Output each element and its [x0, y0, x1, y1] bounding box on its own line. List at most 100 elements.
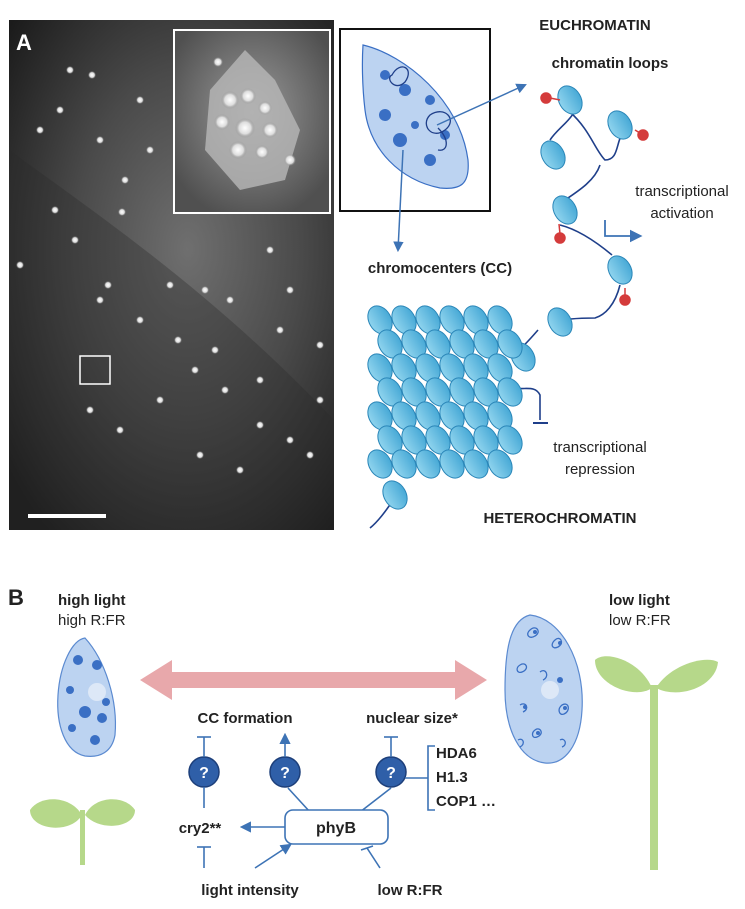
nucleus-spot	[71, 236, 79, 244]
nucleus-spot	[36, 126, 44, 134]
nucleus-spot	[266, 246, 274, 254]
nucleosome	[540, 140, 566, 170]
double-arrow	[140, 660, 487, 700]
transcriptional-repression-line2: repression	[565, 461, 635, 478]
nucleus-spot	[66, 66, 74, 74]
nucleus-spot	[211, 346, 219, 354]
transcriptional-activation-line1: transcriptional	[635, 183, 728, 200]
nucleus-spot	[256, 421, 264, 429]
nucleus-spot	[51, 206, 59, 214]
nucleus-spot	[276, 326, 284, 334]
nucleus-spot	[104, 281, 112, 289]
factor-cop1: COP1 …	[436, 793, 496, 810]
nucleus-spot	[166, 281, 174, 289]
nucleosome	[497, 329, 523, 359]
nucleosome	[367, 449, 393, 479]
nucleus-spot	[196, 451, 204, 459]
low-light-subtitle: low R:FR	[609, 612, 671, 629]
high-light-nucleus	[57, 637, 117, 757]
chromocenters-label: chromocenters (CC)	[368, 260, 512, 277]
nucleosome	[415, 449, 441, 479]
nucleus-schematic	[339, 28, 491, 212]
nucleus-spot	[316, 396, 324, 404]
nucleus-spot	[286, 286, 294, 294]
nucleus-spot	[316, 341, 324, 349]
small-seedling	[30, 799, 135, 865]
factor-h13: H1.3	[436, 769, 468, 786]
question-node-3: ?	[375, 756, 407, 788]
nucleus-spot	[191, 366, 199, 374]
nucleus-spot	[16, 261, 24, 269]
nucleus-spot	[118, 208, 126, 216]
tall-seedling	[595, 656, 718, 870]
transcriptional-repression-line1: transcriptional	[553, 439, 646, 456]
factor-hda6: HDA6	[436, 745, 477, 762]
nucleosome-cluster	[367, 85, 633, 510]
nucleosome	[497, 377, 523, 407]
nucleus-spot	[146, 146, 154, 154]
nucleus-spot	[306, 451, 314, 459]
nucleus-spot	[96, 136, 104, 144]
nucleus-spot	[236, 466, 244, 474]
nucleosome	[497, 425, 523, 455]
svg-text:?: ?	[280, 765, 290, 782]
nucleus-spot	[156, 396, 164, 404]
activation-arrow	[604, 220, 643, 243]
nucleosome	[463, 449, 489, 479]
scale-bar	[28, 514, 106, 518]
panel-a-label: A	[16, 30, 32, 55]
arrow-to-chromatin-loops	[436, 83, 527, 126]
nucleosome	[552, 195, 578, 225]
nucleus-spot	[221, 386, 229, 394]
svg-text:phyB: phyB	[316, 820, 356, 837]
nucleus-spot	[136, 96, 144, 104]
high-light-subtitle: high R:FR	[58, 612, 126, 629]
nuclear-size-label: nuclear size*	[366, 710, 458, 727]
nucleosome	[547, 307, 573, 337]
nucleus-spot	[286, 436, 294, 444]
nucleus-spot	[86, 406, 94, 414]
arrow-to-chromocenters	[393, 149, 404, 253]
nucleus-spot	[256, 376, 264, 384]
question-node-1: ?	[188, 756, 220, 788]
question-node-2: ?	[269, 756, 301, 788]
cry2-label: cry2**	[179, 820, 222, 837]
euchromatin-title: EUCHROMATIN	[539, 17, 650, 34]
nucleus-spot	[96, 296, 104, 304]
nucleus-spot	[56, 106, 64, 114]
nucleus-spot	[116, 426, 124, 434]
methyl-marks	[540, 92, 649, 306]
micrograph-nuclei	[16, 66, 324, 474]
nucleosome	[557, 85, 583, 115]
svg-text:?: ?	[386, 765, 396, 782]
nucleosome	[439, 449, 465, 479]
low-rfr-label: low R:FR	[378, 882, 443, 899]
nucleus-spot	[174, 336, 182, 344]
pathway-connectors	[197, 732, 435, 869]
nucleosome	[391, 449, 417, 479]
nucleosome	[487, 449, 513, 479]
nucleosome	[607, 110, 633, 140]
chromatin-loops-label: chromatin loops	[552, 55, 669, 72]
nucleus-spot	[226, 296, 234, 304]
nucleus-spot	[88, 71, 96, 79]
low-light-nucleus	[504, 614, 583, 764]
micrograph-inset	[173, 29, 331, 214]
high-light-title: high light	[58, 592, 125, 609]
panel-b-label: B	[8, 585, 24, 610]
transcriptional-activation-line2: activation	[650, 205, 713, 222]
nucleus-spot	[121, 176, 129, 184]
low-light-title: low light	[609, 592, 670, 609]
nucleus-spot	[201, 286, 209, 294]
heterochromatin-title: HETEROCHROMATIN	[483, 510, 636, 527]
nucleosome	[607, 255, 633, 285]
micrograph-selection-box	[79, 355, 111, 385]
nucleosome	[382, 480, 408, 510]
phyB-node: phyB	[284, 809, 389, 845]
nucleus-spot	[136, 316, 144, 324]
light-intensity-label: light intensity	[201, 882, 299, 899]
cc-formation-label: CC formation	[198, 710, 293, 727]
svg-text:?: ?	[199, 765, 209, 782]
